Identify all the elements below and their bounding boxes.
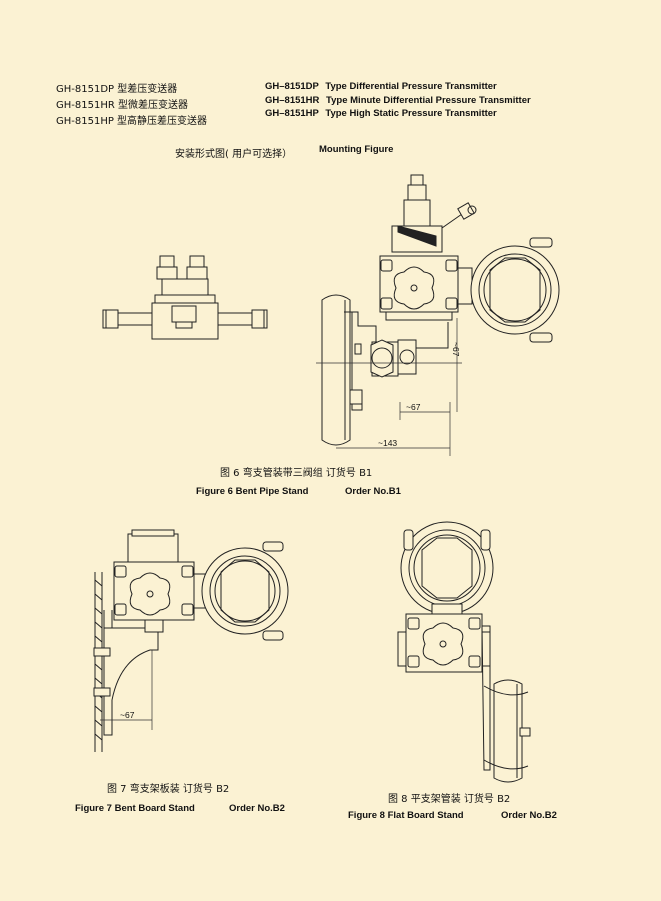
model-en-code: GH–8151DP (265, 81, 319, 92)
figure7-drawing: ~67 (93, 529, 289, 752)
fig7-dim-67: ~67 (120, 710, 135, 720)
figure6-caption-en: Figure 6 Bent Pipe Stand (196, 486, 309, 497)
model-cn-line-3: GH-8151HP 型高静压差压变送器 (56, 116, 208, 127)
figure8-caption-cn: 图 8 平支架管装 订货号 B2 (388, 794, 511, 805)
figure6-caption-cn: 图 6 弯支管装带三阀组 订货号 B1 (220, 468, 373, 479)
figure8-order: Order No.B2 (501, 810, 557, 821)
mounting-title-cn: 安装形式图( 用户可选择） (175, 149, 293, 160)
model-en-desc: Type Minute Differential Pressure Transm… (326, 95, 531, 106)
model-en-code: GH–8151HP (265, 108, 319, 119)
model-en-line-2: GH–8151HR Type Minute Differential Press… (265, 95, 531, 106)
model-cn-line-2: GH-8151HR 型微差压变送器 (56, 100, 188, 111)
model-cn-line-1: GH-8151DP 型差压变送器 (56, 84, 178, 95)
model-en-line-3: GH–8151HP Type High Static Pressure Tran… (265, 108, 497, 119)
fig6-dim-143: ~143 (378, 438, 397, 448)
figure7-caption-cn: 图 7 弯支架板装 订货号 B2 (107, 784, 230, 795)
figure7-order: Order No.B2 (229, 803, 285, 814)
fig6-dim-vertical-67: ~67 (451, 342, 461, 357)
figure6-drawing: ~67 ~67 ~143 (316, 174, 560, 456)
model-en-desc: Type High Static Pressure Transmitter (325, 108, 497, 119)
figure8-caption-en: Figure 8 Flat Board Stand (348, 810, 464, 821)
fig6-dim-horizontal-67: ~67 (406, 402, 421, 412)
figure8-drawing (397, 521, 531, 783)
model-en-line-1: GH–8151DP Type Differential Pressure Tra… (265, 81, 497, 92)
figure6-order: Order No.B1 (345, 486, 401, 497)
model-en-code: GH–8151HR (265, 95, 320, 106)
model-en-desc: Type Differential Pressure Transmitter (325, 81, 497, 92)
three-valve-manifold-drawing (102, 255, 268, 340)
mounting-title-en: Mounting Figure (319, 144, 394, 155)
figure7-caption-en: Figure 7 Bent Board Stand (75, 803, 195, 814)
